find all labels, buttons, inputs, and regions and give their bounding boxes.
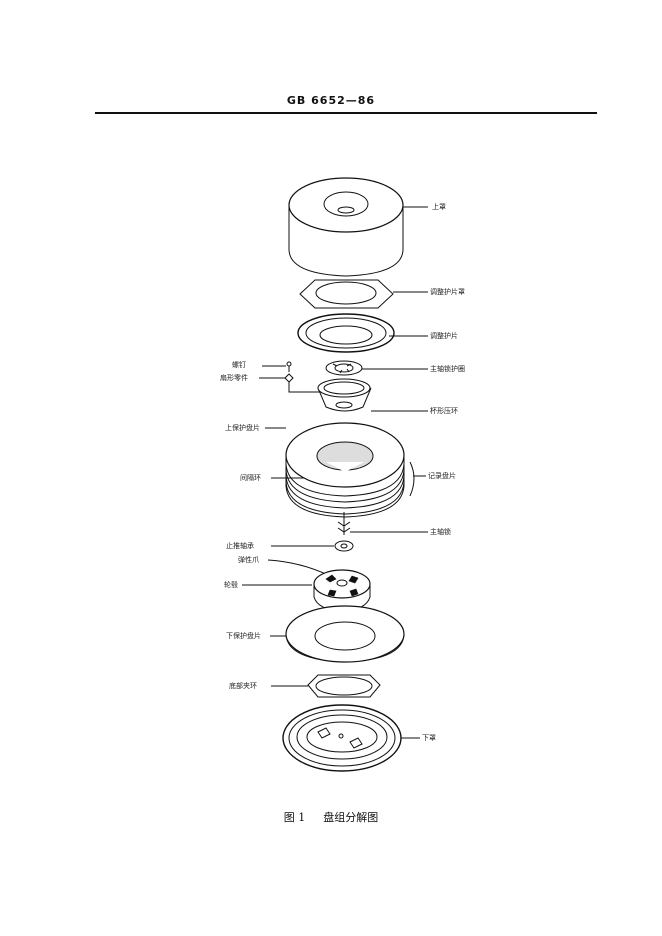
label-spring-claw: 弹性爪: [238, 556, 259, 564]
label-screw: 螺钉: [232, 361, 246, 369]
lower-protect-disk-part: [270, 605, 405, 663]
label-lower-cover: 下罩: [422, 734, 436, 742]
lower-cover-part: [282, 704, 420, 772]
label-upper-cover: 上罩: [432, 203, 446, 211]
caption-title: 盘组分解图: [323, 811, 379, 824]
disk-stack-part: [265, 422, 426, 518]
caption-number: 图 1: [283, 811, 306, 824]
label-spindle-lock: 主轴锁: [430, 528, 451, 536]
label-adjust-guard: 调整护片: [430, 332, 458, 340]
figure-caption: 图 1 盘组分解图: [0, 809, 662, 825]
label-spindle-lock-guard: 主轴锁护圈: [430, 365, 465, 373]
base-clamp-ring-part: [271, 674, 381, 698]
cup-ring-part: [317, 378, 428, 412]
header-rule: [95, 112, 597, 114]
thrust-bearing-part: [271, 540, 354, 552]
label-recording-disks: 记录盘片: [428, 472, 456, 480]
label-lower-protect-disk: 下保护盘片: [226, 632, 261, 640]
adjust-guard-part: [297, 313, 428, 353]
screw-and-fan-part: [259, 361, 322, 393]
label-base-clamp-ring: 底部夹环: [229, 682, 257, 690]
label-fan-part: 扇形零件: [220, 374, 248, 382]
label-hub: 轮毂: [224, 581, 238, 589]
label-thrust-bearing: 止推轴承: [226, 542, 254, 550]
spindle-lock-part: [337, 512, 428, 535]
label-upper-protect-disk: 上保护盘片: [225, 424, 260, 432]
upper-cover-part: [288, 177, 428, 277]
hub-part: [242, 559, 371, 612]
spindle-lock-guard-part: [325, 360, 428, 376]
label-cup-ring: 杯形压环: [430, 407, 458, 415]
label-adjust-guard-cover: 调整护片罩: [430, 288, 465, 296]
adjust-guard-cover-part: [299, 279, 428, 309]
label-spacer-ring: 间隔环: [240, 474, 261, 482]
standard-number: GB 6652—86: [286, 94, 376, 107]
